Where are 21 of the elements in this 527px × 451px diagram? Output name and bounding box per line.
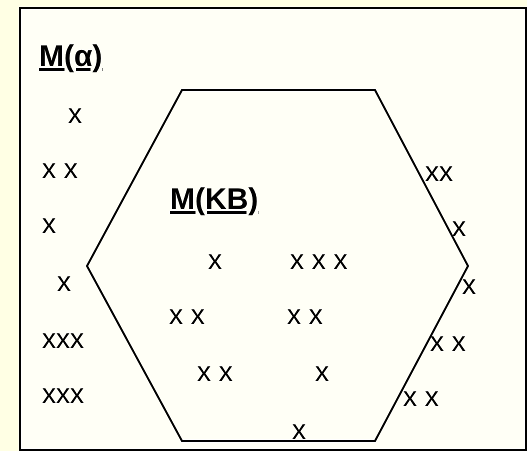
element-marks: xxx xyxy=(42,379,84,409)
element-marks: x xyxy=(462,270,476,300)
outer-frame xyxy=(19,7,527,451)
element-marks: x xyxy=(452,212,466,242)
element-marks: x x xyxy=(430,327,466,357)
element-marks: x x xyxy=(42,154,78,184)
set-heading: M(α) xyxy=(39,42,102,72)
set-heading: M(KB) xyxy=(170,185,258,215)
element-marks: x x xyxy=(169,300,205,330)
element-marks: x xyxy=(208,245,222,275)
element-marks: x xyxy=(292,415,306,445)
element-marks: x xyxy=(57,267,71,297)
element-marks: x xyxy=(315,357,329,387)
element-marks: xx xyxy=(425,157,453,187)
element-marks: x x xyxy=(287,300,323,330)
element-marks: x x xyxy=(403,382,439,412)
element-marks: x x xyxy=(197,357,233,387)
element-marks: x x x xyxy=(290,245,348,275)
element-marks: xxx xyxy=(42,324,84,354)
element-marks: x xyxy=(42,209,56,239)
element-marks: x xyxy=(68,99,82,129)
